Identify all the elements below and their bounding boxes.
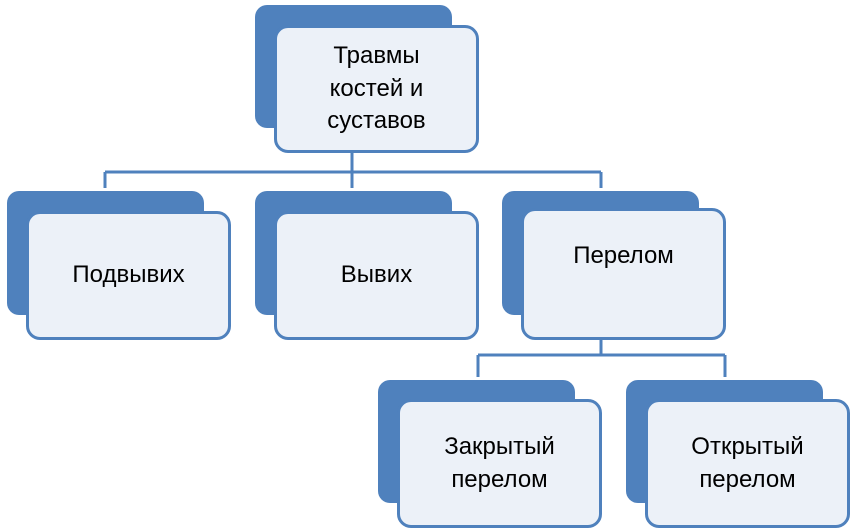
node-subluxation-label: Подвывих: [72, 261, 185, 289]
node-closed-fracture-label: Закрытый перелом: [444, 433, 555, 493]
node-root-box: Травмы костей и суставов: [274, 25, 479, 153]
node-dislocation: Вывих: [255, 191, 479, 340]
node-open-fracture-box: Открытый перелом: [645, 399, 850, 528]
node-subluxation-box: Подвывих: [26, 211, 231, 340]
node-fracture-label: Перелом: [573, 241, 674, 269]
node-open-fracture: Открытый перелом: [626, 380, 850, 528]
node-fracture: Перелом: [502, 191, 726, 340]
node-closed-fracture-box: Закрытый перелом: [397, 399, 602, 528]
node-closed-fracture: Закрытый перелом: [378, 380, 602, 528]
node-subluxation: Подвывих: [7, 191, 231, 340]
node-dislocation-label: Вывих: [340, 261, 413, 289]
node-root-label: Травмы костей и суставов: [327, 42, 426, 135]
node-root: Травмы костей и суставов: [255, 5, 479, 153]
node-open-fracture-label: Открытый перелом: [691, 433, 804, 493]
node-dislocation-box: Вывих: [274, 211, 479, 340]
node-fracture-box: Перелом: [521, 208, 726, 340]
